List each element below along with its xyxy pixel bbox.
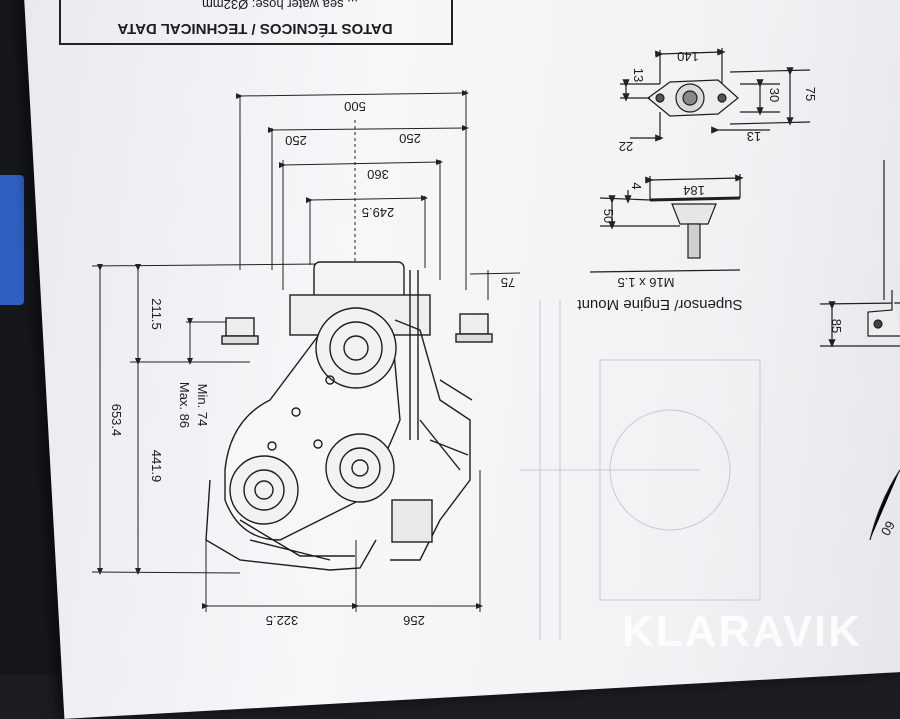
dim-653-4: 653.4	[109, 404, 124, 437]
engine-mount-drawing	[589, 174, 744, 273]
mount-dim-140: 140	[677, 49, 699, 64]
dim-256: 256	[403, 613, 425, 628]
engine-mount-top-view	[620, 48, 811, 142]
side-dim-60: 60	[878, 518, 898, 538]
header-note: ... sea water hose: Ø32mm	[202, 0, 358, 12]
dim-500: 500	[344, 99, 366, 114]
background-blue-object	[0, 175, 24, 305]
mount-dim-75: 75	[803, 87, 818, 101]
dim-max-86: Max. 86	[177, 382, 192, 428]
dim-75-right: 75	[501, 275, 515, 290]
faint-background-lines	[520, 300, 761, 640]
header-title: DATOS TÉCNICOS / TECHNICAL DATA	[117, 20, 392, 37]
dim-249-5: 249.5	[362, 205, 395, 220]
mount-dim-13-top: 13	[631, 68, 646, 82]
mount-dim-13-bottom: 13	[747, 129, 761, 144]
mount-dim-22: 22	[619, 139, 633, 154]
top-dimensions	[235, 90, 521, 300]
engine-illustration	[205, 261, 493, 571]
header-box: ... sea water hose: Ø32mm DATOS TÉCNICOS…	[59, 0, 453, 45]
side-dim-85: 85	[829, 319, 844, 333]
bottom-dimensions	[202, 470, 483, 612]
dim-250-right: 250	[399, 131, 421, 146]
mount-dim-4: 4	[629, 182, 644, 189]
dim-250-left: 250	[285, 133, 307, 148]
mount-dim-184: 184	[683, 183, 705, 198]
side-view-partial	[819, 160, 900, 541]
dim-min-74: Min. 74	[195, 384, 210, 427]
dim-322-5: 322.5	[266, 613, 299, 628]
dim-211-5: 211.5	[149, 298, 164, 330]
left-dimensions	[91, 263, 321, 575]
technical-drawing: ... sea water hose: Ø32mm DATOS TÉCNICOS…	[59, 0, 900, 656]
engine-mount-label: Supensor/ Engine Mount	[577, 296, 743, 313]
dim-441-9: 441.9	[149, 450, 164, 483]
mount-dim-30: 30	[767, 88, 782, 102]
klaravik-watermark: KLARAVIK	[622, 607, 862, 656]
mount-dim-50: 50	[601, 209, 616, 223]
mount-thread: M16 x 1.5	[617, 275, 674, 290]
dim-360: 360	[367, 167, 389, 182]
